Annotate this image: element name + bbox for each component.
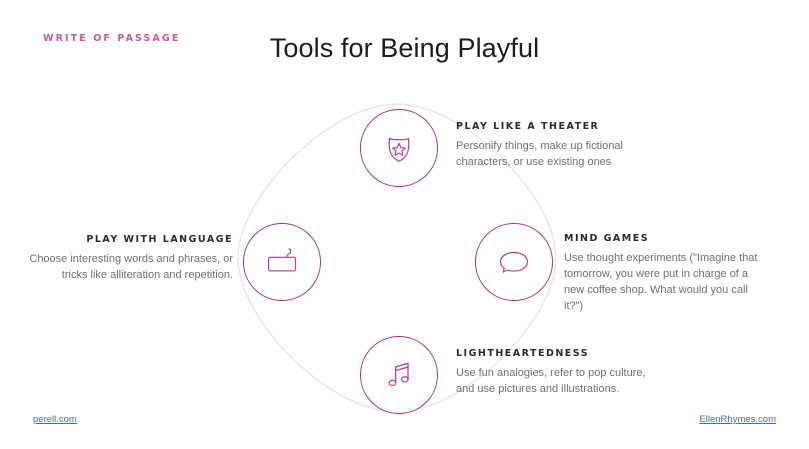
node-description-language: Choose interesting words and phrases, or… — [29, 253, 233, 281]
footer-link-ellenrhymes[interactable]: EllenRhymes.com — [699, 414, 776, 425]
node-label-theater: PLAY LIKE A THEATER — [456, 121, 600, 132]
text-block-lightheartedness: LIGHTHEARTEDNESS Use fun analogies, refe… — [456, 348, 666, 397]
node-circle-language[interactable] — [243, 223, 321, 301]
footer-link-perell[interactable]: perell.com — [33, 414, 77, 425]
page-title: Tools for Being Playful — [269, 33, 540, 63]
text-block-mind: MIND GAMES Use thought experiments ("Ima… — [564, 233, 764, 314]
brand-eyebrow: Write of Passage — [43, 33, 181, 44]
node-circle-mind[interactable] — [475, 223, 553, 301]
node-circle-theater[interactable] — [360, 109, 438, 187]
text-block-language: PLAY WITH LANGUAGE Choose interesting wo… — [28, 234, 233, 283]
node-label-mind: MIND GAMES — [564, 233, 650, 244]
text-block-theater: PLAY LIKE A THEATER Personify things, ma… — [456, 121, 666, 170]
node-label-language: PLAY WITH LANGUAGE — [86, 234, 233, 245]
node-description-mind: Use thought experiments ("Imagine that t… — [564, 252, 758, 312]
music-notes-icon — [383, 358, 415, 392]
node-label-lightheartedness: LIGHTHEARTEDNESS — [456, 348, 590, 359]
node-description-lightheartedness: Use fun analogies, refer to pop culture,… — [456, 367, 646, 395]
node-circle-lightheartedness[interactable] — [360, 336, 438, 414]
keyboard-icon — [263, 245, 301, 279]
node-description-theater: Personify things, make up fictional char… — [456, 140, 623, 168]
theater-mask-shield-star-icon — [382, 131, 416, 165]
speech-bubble-icon — [496, 246, 532, 278]
